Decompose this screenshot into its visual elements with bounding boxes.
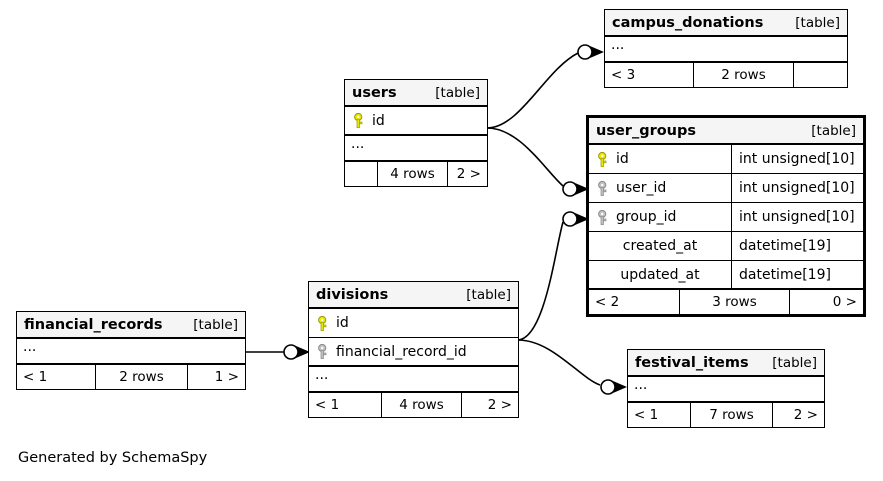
footer-child-count: 1 > [187, 365, 245, 389]
column-type: int unsigned[10] [731, 174, 863, 202]
table-header: divisions [table] [309, 282, 518, 309]
column-name: group_id [616, 209, 677, 225]
edge-divisions-to-festival_items [517, 339, 627, 395]
table-row[interactable]: id [345, 107, 487, 136]
table-tag: [table] [811, 122, 856, 139]
table-row[interactable]: id [309, 309, 518, 338]
table-row[interactable]: id int unsigned[10] [589, 145, 863, 174]
column-name: created_at [622, 238, 698, 254]
table-footer: < 2 3 rows 0 > [589, 290, 863, 314]
table-header: campus_donations [table] [605, 10, 847, 37]
table-footer: < 1 2 rows 1 > [17, 365, 245, 389]
table-name: divisions [316, 286, 389, 303]
table-ellipsis-row: ... [345, 136, 487, 162]
table-name: user_groups [596, 122, 697, 139]
table-row[interactable]: updated_at datetime[19] [589, 261, 863, 290]
column-cell: updated_at [589, 261, 731, 288]
table-ellipsis-row: ... [605, 37, 847, 63]
footer-row-count: 2 rows [95, 365, 187, 389]
footer-row-count: 4 rows [381, 393, 461, 417]
primary-key-icon [597, 151, 610, 167]
table-ellipsis-row: ... [309, 367, 518, 393]
table-row[interactable]: group_id int unsigned[10] [589, 203, 863, 232]
column-type: datetime[19] [731, 261, 863, 288]
table-name: financial_records [24, 316, 163, 333]
footer-parent-count: < 1 [315, 397, 340, 413]
table-name: users [352, 84, 397, 101]
column-name: id [336, 315, 349, 331]
table-footer: < 3 2 rows [605, 63, 847, 87]
footer-child-count: 2 > [447, 162, 487, 186]
table-footer: < 1 4 rows 2 > [309, 393, 518, 417]
footer-parent-count: < 1 [634, 407, 659, 423]
column-name: user_id [616, 180, 667, 196]
footer-parent-count: < 2 [595, 294, 620, 310]
primary-key-icon [353, 112, 366, 128]
footer-child-count [793, 63, 847, 87]
table-name: festival_items [635, 354, 749, 371]
table-header: user_groups [table] [589, 118, 863, 145]
foreign-key-icon [597, 180, 610, 196]
table-financial_records[interactable]: financial_records [table] ... < 1 2 rows… [16, 311, 246, 390]
table-user_groups[interactable]: user_groups [table] id int unsigned[10] [586, 115, 866, 317]
table-row[interactable]: user_id int unsigned[10] [589, 174, 863, 203]
table-ellipsis-row: ... [628, 377, 824, 403]
footer-parent-count [345, 162, 377, 186]
table-users[interactable]: users [table] id ... 4 rows 2 > [344, 79, 488, 187]
table-header: festival_items [table] [628, 350, 824, 377]
table-festival_items[interactable]: festival_items [table] ... < 1 7 rows 2 … [627, 349, 825, 428]
diagram-caption: Generated by SchemaSpy [18, 450, 208, 466]
footer-child-count: 0 > [789, 290, 863, 314]
table-footer: < 1 7 rows 2 > [628, 403, 824, 427]
table-row[interactable]: financial_record_id [309, 338, 518, 367]
footer-parent-count: < 1 [23, 369, 48, 385]
table-ellipsis-row: ... [17, 339, 245, 365]
table-divisions[interactable]: divisions [table] id [308, 281, 519, 418]
table-footer: 4 rows 2 > [345, 162, 487, 186]
table-tag: [table] [466, 286, 511, 303]
footer-child-count: 2 > [461, 393, 518, 417]
column-cell: user_id [589, 174, 731, 202]
table-tag: [table] [772, 354, 817, 371]
table-row[interactable]: created_at datetime[19] [589, 232, 863, 261]
foreign-key-icon [317, 343, 330, 359]
table-tag: [table] [193, 316, 238, 333]
footer-row-count: 2 rows [693, 63, 793, 87]
column-cell: id [589, 145, 731, 173]
column-name: id [616, 151, 629, 167]
column-cell: id [309, 309, 518, 337]
footer-row-count: 3 rows [679, 290, 789, 314]
edge-users-to-user_groups-user_id [486, 127, 589, 197]
column-cell: id [345, 107, 487, 134]
table-tag: [table] [795, 14, 840, 31]
table-header: financial_records [table] [17, 312, 245, 339]
table-tag: [table] [435, 84, 480, 101]
table-name: campus_donations [612, 14, 764, 31]
column-cell: group_id [589, 203, 731, 231]
edge-divisions-to-user_groups-group_id [517, 211, 589, 341]
footer-parent-count: < 3 [611, 67, 636, 83]
column-type: datetime[19] [731, 232, 863, 260]
edge-financial_records-to-divisions [246, 344, 310, 360]
column-cell: financial_record_id [309, 338, 518, 365]
footer-child-count: 2 > [772, 403, 824, 427]
column-name: id [372, 112, 385, 129]
column-type: int unsigned[10] [731, 203, 863, 231]
table-header: users [table] [345, 80, 487, 107]
foreign-key-icon [597, 209, 610, 225]
footer-row-count: 4 rows [377, 162, 447, 186]
primary-key-icon [317, 315, 330, 331]
column-cell: created_at [589, 232, 731, 260]
column-type: int unsigned[10] [731, 145, 863, 173]
table-campus_donations[interactable]: campus_donations [table] ... < 3 2 rows [604, 9, 848, 88]
column-name: updated_at [620, 266, 700, 283]
footer-row-count: 7 rows [690, 403, 772, 427]
column-name: financial_record_id [336, 343, 467, 360]
